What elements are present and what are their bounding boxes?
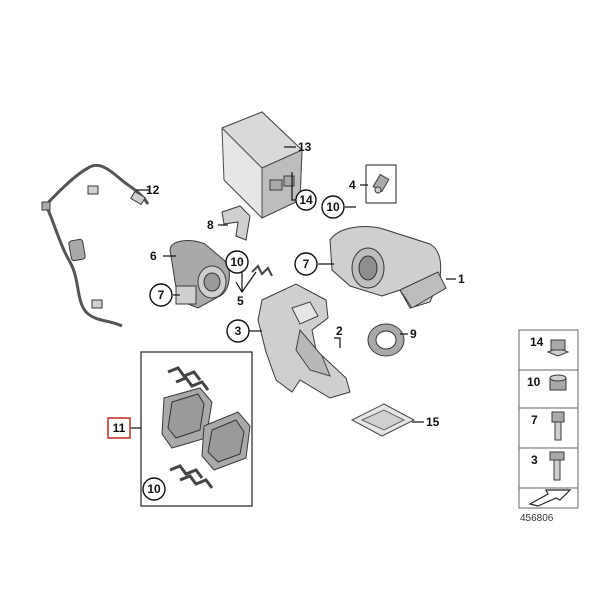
callout-5: 5 [237, 294, 244, 308]
callout-label: 11 [113, 421, 126, 435]
seal-ring[interactable] [367, 323, 405, 357]
callout-14: 14 [295, 189, 317, 211]
legend-label: 14 [530, 335, 544, 349]
legend-label: 7 [531, 413, 538, 427]
caliper-carrier[interactable] [257, 283, 351, 399]
callout-label: 12 [146, 183, 160, 197]
sensor-harness[interactable] [41, 163, 150, 328]
callout-label: 10 [147, 482, 161, 496]
callout-7-left: 7 [149, 283, 173, 307]
callout-label: 13 [298, 140, 312, 154]
parking-brake-motor[interactable] [169, 240, 230, 309]
callout-13: 13 [298, 140, 312, 154]
callout-label: 10 [326, 200, 340, 214]
wedge-arrow-icon [528, 489, 572, 507]
callout-2: 2 [336, 324, 343, 338]
socket-bolt-icon [551, 411, 565, 441]
callout-8: 8 [207, 218, 214, 232]
spring[interactable] [251, 264, 273, 277]
hex-bolt-icon [549, 451, 565, 481]
callout-label: 5 [237, 294, 244, 308]
callout-label: 7 [303, 257, 310, 271]
diagram-number: 456806 [520, 513, 554, 524]
callout-label: 15 [426, 415, 440, 429]
callout-11: 11 [107, 417, 131, 439]
legend-label: 3 [531, 453, 538, 467]
callout-6: 6 [150, 249, 157, 263]
callout-label: 3 [235, 324, 242, 338]
callout-15: 15 [426, 415, 440, 429]
callout-12: 12 [146, 183, 160, 197]
hardware-legend: 14 10 7 3 [518, 329, 579, 509]
callout-label: 6 [150, 249, 157, 263]
callout-label: 2 [336, 324, 343, 338]
callout-label: 4 [349, 178, 356, 192]
callout-label: 8 [207, 218, 214, 232]
bracket[interactable] [221, 205, 251, 241]
control-unit[interactable] [221, 111, 303, 219]
bleeder-valve[interactable] [365, 164, 397, 204]
callout-10-top: 10 [321, 195, 345, 219]
callout-9: 9 [410, 327, 417, 341]
callout-1: 1 [458, 272, 465, 286]
hex-nut-icon [549, 374, 567, 391]
grease-packet[interactable] [350, 403, 416, 437]
callout-label: 14 [299, 193, 313, 207]
callout-7-right: 7 [294, 252, 318, 276]
brake-caliper[interactable] [329, 226, 447, 309]
flange-nut-icon [546, 339, 570, 357]
callout-3: 3 [226, 319, 250, 343]
callout-label: 10 [230, 255, 244, 269]
callout-label: 1 [458, 272, 465, 286]
callout-10-bottom: 10 [142, 477, 166, 501]
callout-label: 7 [158, 288, 165, 302]
leader-lines [130, 146, 456, 429]
legend-label: 10 [527, 375, 541, 389]
callout-10-mid: 10 [225, 250, 249, 274]
callout-label: 9 [410, 327, 417, 341]
callout-4: 4 [349, 178, 356, 192]
